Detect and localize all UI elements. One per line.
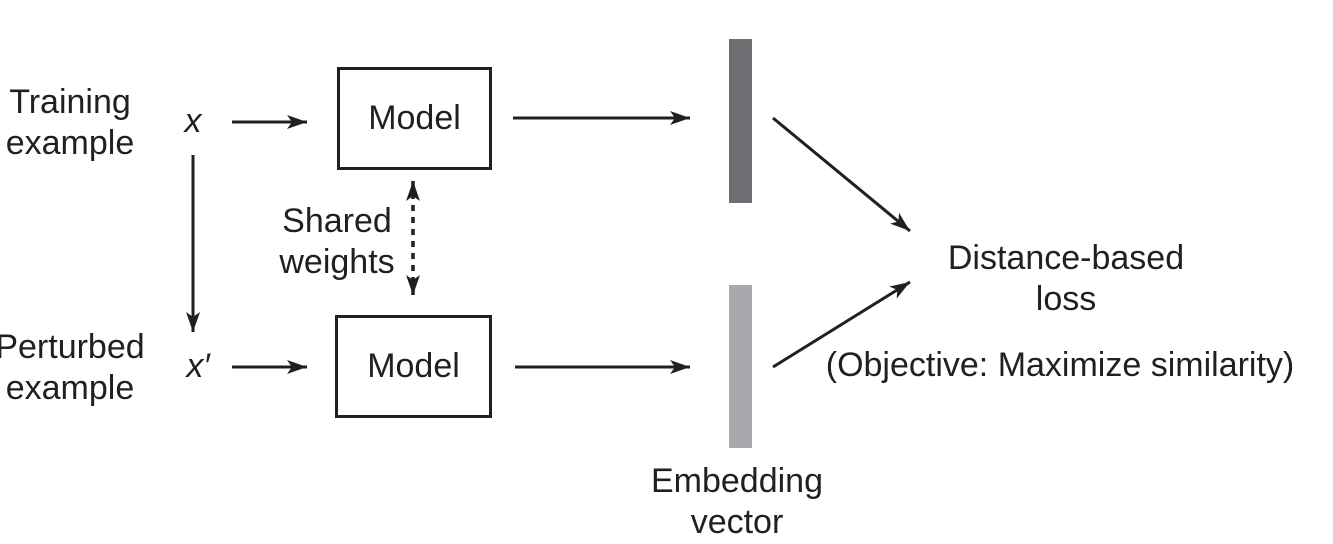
arrow-embedding-bottom-to-loss bbox=[772, 280, 911, 369]
model-box-top: Model bbox=[337, 67, 492, 170]
shared-weights-label: Shared weights bbox=[279, 202, 395, 281]
embedding-vector-label: Embedding vector bbox=[650, 462, 824, 541]
training-example-label: Training example bbox=[5, 83, 135, 162]
arrow-embedding-top-to-loss bbox=[772, 116, 911, 233]
input-xprime-label: x′ bbox=[186, 347, 210, 385]
embedding-bar-top bbox=[729, 39, 752, 203]
distance-based-loss-label: Distance-based loss bbox=[947, 239, 1185, 318]
model-bottom-label: Model bbox=[367, 347, 460, 385]
objective-label: (Objective: Maximize similarity) bbox=[825, 346, 1295, 384]
model-box-bottom: Model bbox=[335, 315, 492, 418]
perturbed-example-label: Perturbed example bbox=[0, 328, 145, 407]
model-top-label: Model bbox=[368, 99, 461, 137]
embedding-bar-bottom bbox=[729, 285, 752, 448]
input-x-label: x bbox=[184, 102, 202, 140]
